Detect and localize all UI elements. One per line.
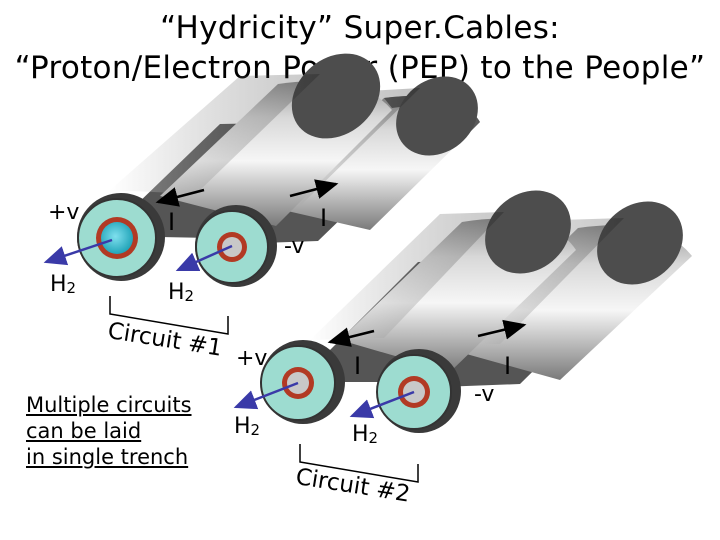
- cross-section-c1-negative: [195, 205, 277, 287]
- current-arrow-c1-b: [289, 179, 339, 199]
- cable-c2-positive: [298, 190, 576, 382]
- c1-h2-label-b: H2: [168, 280, 195, 306]
- c1-minus-v-label: -v: [284, 234, 305, 259]
- c1-plus-v-label: +v: [48, 200, 80, 225]
- cable-c1-positive: [104, 53, 392, 238]
- c1-current-label-b: I: [320, 204, 328, 232]
- cross-section-c2-positive: [260, 340, 345, 424]
- cross-section-c2-negative: [376, 349, 461, 433]
- c1-current-label-a: I: [168, 208, 176, 236]
- c2-current-label-a: I: [354, 352, 362, 380]
- trench-note-line-2: can be laid: [26, 419, 142, 443]
- h2-arrow-c1-b: [175, 244, 233, 272]
- circuit1-bracket: [109, 296, 229, 335]
- c2-current-label-b: I: [504, 352, 512, 380]
- h2-arrow-c1-a: [43, 238, 113, 266]
- title-line-1: “Hydricity” Super.Cables:: [160, 10, 560, 46]
- circuit2-bracket: [299, 444, 419, 483]
- trench-note-line-3: in single trench: [26, 445, 189, 469]
- cross-section-c1-positive: [77, 193, 165, 281]
- trench-note: Multiple circuits can be laid in single …: [26, 392, 192, 470]
- h2-arrow-c2-b: [349, 390, 415, 419]
- c2-minus-v-label: -v: [474, 382, 495, 407]
- trench-note-line-1: Multiple circuits: [26, 393, 192, 417]
- c2-h2-label-b: H2: [352, 422, 379, 448]
- c2-h2-label-a: H2: [234, 414, 261, 440]
- c1-h2-label-a: H2: [50, 272, 77, 298]
- current-arrow-c1-a: [155, 187, 205, 207]
- current-arrow-c2-b: [477, 319, 527, 340]
- current-arrow-c2-a: [327, 327, 375, 347]
- c2-plus-v-label: +v: [236, 346, 268, 371]
- h2-arrow-c2-a: [233, 381, 299, 410]
